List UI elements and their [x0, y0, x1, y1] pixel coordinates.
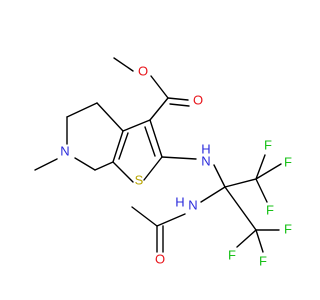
bond-c4-c5 [66, 102, 98, 118]
bond-cf-f1 [255, 154, 266, 180]
molecule-structure: O O N S H N H N O F F F F F F [34, 57, 292, 268]
bond-cf-f2 [255, 163, 282, 180]
bond-cq-cf3b [224, 186, 257, 231]
amine-n-label: N [201, 153, 210, 168]
bond-nh-amide-c [156, 213, 186, 227]
fluorine-4-label: F [228, 247, 236, 262]
fluorine-6-label: F [284, 221, 292, 236]
bond-cq-nh2 [200, 186, 226, 203]
bonds [34, 57, 282, 253]
bond-c7a-c3a [112, 130, 124, 163]
carbonyl-oxygen-label: O [193, 92, 203, 107]
bond-c3a-c4 [96, 102, 124, 132]
bond-ester-methyl [113, 57, 134, 72]
bond-c2-nh [161, 156, 197, 160]
amide-h-label: H [175, 194, 184, 209]
fluorine-5-label: F [259, 253, 267, 268]
bond-carbonyl-1 [167, 97, 189, 101]
bond-cf-f5 [255, 229, 264, 253]
bond-ester-o-c [150, 75, 169, 99]
bond-c3-c2-double [144, 126, 156, 157]
fluorine-2-label: F [284, 154, 292, 169]
structure-canvas: O O N S H N H N O F F F F F F [34, 57, 292, 268]
bond-c7-c7a [94, 161, 114, 171]
bond-cf-f4 [236, 229, 257, 248]
atom-labels: O O N S H N H N O F F F F F F [60, 63, 292, 268]
ring-nitrogen-label: N [60, 143, 69, 158]
bond-c7a-c3a-double [118, 132, 129, 160]
ester-oxygen-label: O [138, 63, 148, 78]
bond-cq-cf3a [224, 178, 257, 188]
bond-nh-cq [213, 164, 226, 188]
amide-n-label: N [188, 197, 197, 212]
bond-amide-methyl [131, 206, 158, 227]
bond-c2-s [143, 156, 163, 181]
bond-carbonyl-2 [169, 103, 190, 107]
sulfur-label: S [135, 172, 144, 187]
amide-oxygen-label: O [155, 251, 165, 266]
bond-c3a-c3 [122, 119, 151, 132]
amine-h-label: H [201, 141, 210, 156]
fluorine-1-label: F [264, 137, 272, 152]
bond-c3-c2 [149, 119, 163, 158]
bond-cf-f3 [255, 178, 268, 203]
bond-s-c7a [112, 161, 134, 183]
bond-ester-ring [149, 97, 169, 121]
bond-n-methyl [34, 158, 58, 171]
fluorine-3-label: F [266, 202, 274, 217]
bond-n6-c7 [74, 157, 96, 171]
